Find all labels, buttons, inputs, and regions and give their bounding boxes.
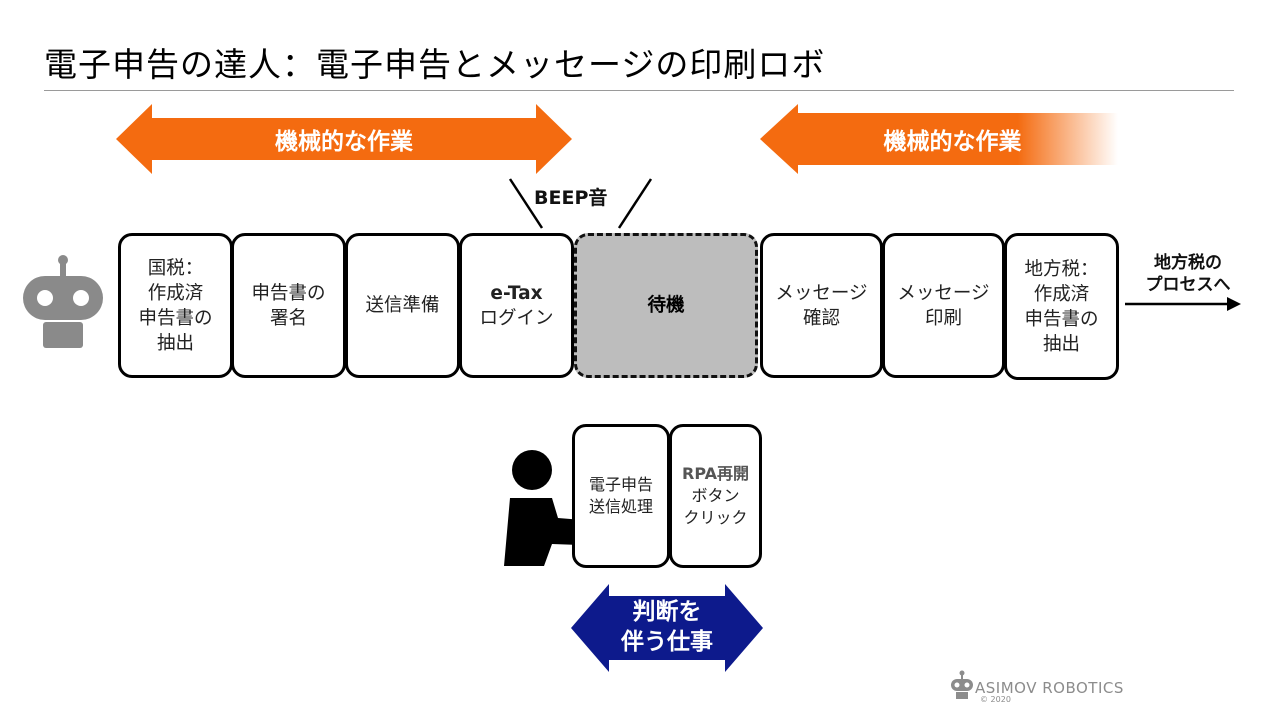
right-left-arrow (760, 104, 1118, 174)
step-sign-return: 申告書の 署名 (231, 233, 346, 378)
judgment-label: 判断を 伴う仕事 (621, 599, 713, 655)
left-arrow-label: 機械的な作業 (275, 129, 413, 155)
right-arrow-label: 機械的な作業 (883, 129, 1022, 155)
step-chihozei-extract: 地方税： 作成済 申告書の 抽出 (1004, 233, 1119, 380)
rpa-resume-label: RPA再開 (682, 464, 749, 483)
copyright: © 2020 (980, 695, 1011, 704)
step-wait: 待機 (574, 233, 758, 378)
asimov-logo-text: ASIMOV ROBOTICS (975, 679, 1124, 697)
robot-icon (23, 255, 103, 348)
left-double-arrow (116, 104, 572, 174)
login-label: ログイン (479, 307, 554, 329)
page-title: 電子申告の達人：電子申告とメッセージの印刷ロボ (44, 45, 826, 84)
beep-label: BEEP音 (534, 187, 608, 209)
title-divider (44, 90, 1234, 91)
step-etax-login: e-Tax ログイン (459, 233, 574, 378)
asimov-logo-icon (951, 670, 973, 699)
judgment-double-arrow (571, 584, 763, 672)
step-kokuzei-extract: 国税： 作成済 申告書の 抽出 (118, 233, 233, 378)
beep-lines (508, 178, 653, 229)
step-send-prep: 送信準備 (345, 233, 460, 378)
button-click-label: ボタン クリック (683, 486, 748, 527)
step-submit-process: 電子申告 送信処理 (572, 424, 670, 568)
etax-label: e-Tax (490, 282, 543, 304)
next-process-label: 地方税の プロセスへ (1145, 253, 1231, 295)
next-process-arrow (1125, 297, 1241, 311)
step-message-print: メッセージ 印刷 (882, 233, 1005, 378)
person-icon (504, 450, 608, 566)
step-rpa-resume: RPA再開 ボタン クリック (669, 424, 762, 568)
step-message-check: メッセージ 確認 (760, 233, 883, 378)
